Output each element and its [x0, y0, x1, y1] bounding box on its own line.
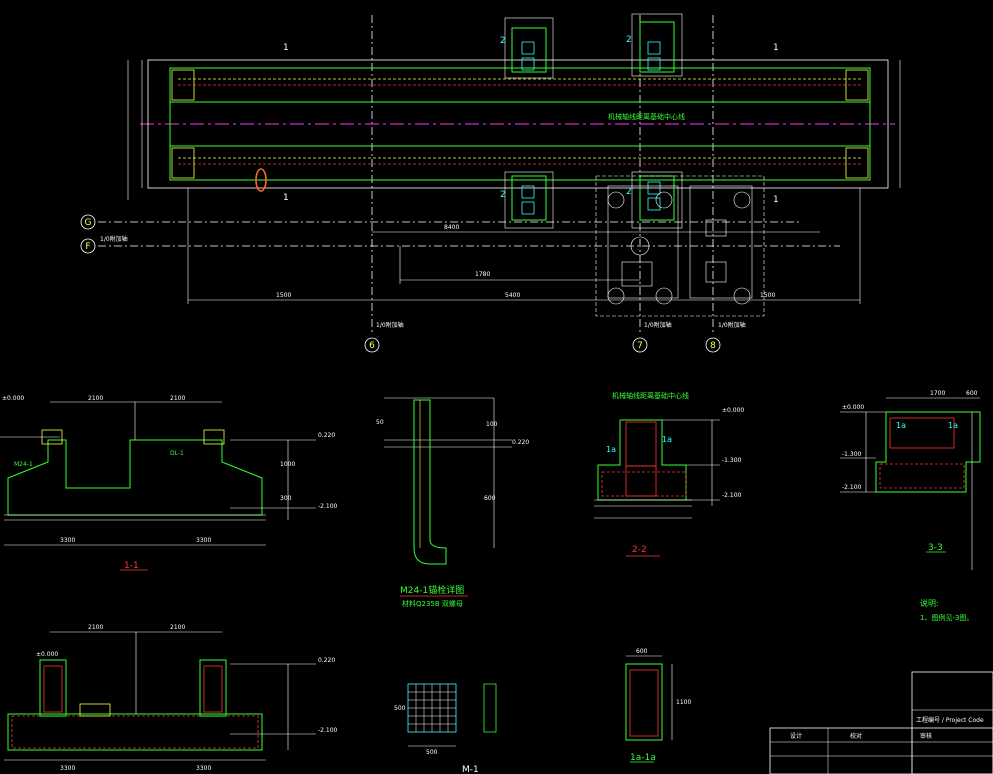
s22-mark-a: 1a — [606, 445, 616, 454]
section-3-3: 1700 600 ±0.000 -1.300 -2.100 1a 1a 3-3 — [840, 390, 981, 570]
bolt-dim-c: 100 — [486, 421, 498, 428]
plan-dim-left: 1500 — [276, 292, 291, 299]
axis-bubble-7: 7 — [637, 341, 643, 351]
s11-level-2: -2.100 — [318, 503, 338, 510]
section-1a-1a: 600 1100 1a-1a — [625, 648, 691, 763]
plan-axis-note-f: 1/0附加轴 — [100, 235, 128, 243]
s33-level-2: -1.300 — [842, 451, 862, 458]
section-mark-1-top-right: 1 — [773, 43, 779, 53]
s33-level-1: ±0.000 — [842, 404, 864, 411]
bolt-dim-d: 600 — [484, 495, 496, 502]
sb-dim-a: 2100 — [88, 624, 103, 631]
plan-dim-right: 1500 — [760, 292, 775, 299]
s11-dim-h2: 300 — [280, 495, 292, 502]
s33-mark-b: 1a — [948, 421, 958, 430]
drawing-notes: 说明: 1、图例见-3图。 — [920, 598, 973, 622]
project-code-label: 工程编号 / Project Code — [916, 716, 984, 724]
plate-m1: 500 500 M-1 — [394, 683, 497, 774]
plan-axis-note-6: 1/0附加轴 — [376, 321, 404, 329]
s22-mark-b: 1a — [662, 435, 672, 444]
plan-axis-note-7: 1/0附加轴 — [644, 321, 672, 329]
section-mark-1-bottom-right: 1 — [773, 195, 779, 205]
s33-title: 3-3 — [928, 543, 943, 553]
highlight-ellipse — [255, 168, 267, 192]
sb-level-1: 0.220 — [318, 657, 335, 664]
foundation-plan: 1 1 1 1 2 2 2 2 机械轴线距离基础中心线 1500 5400 15… — [80, 13, 901, 353]
sb-level-2: -2.100 — [318, 727, 338, 734]
bolt-title: M24-1锚栓详图 — [400, 584, 464, 596]
plan-dim-mid: 5400 — [505, 292, 520, 299]
axis-bubble-g: G — [85, 218, 92, 228]
anchor-bolt-detail: 50 100 600 0.220 M24-1锚栓详图 材料Q235B 双螺母 — [376, 397, 529, 608]
s22-level-3: -2.100 — [722, 492, 742, 499]
s11-level-1: 0.220 — [318, 432, 335, 439]
bolt-note: 材料Q235B 双螺母 — [402, 599, 463, 608]
tb-approve: 审核 — [920, 732, 932, 740]
section-mark-2-a: 2 — [500, 36, 506, 46]
s33-level-3: -2.100 — [842, 484, 862, 491]
plate-title: M-1 — [462, 765, 479, 774]
s22-level-2: -1.300 — [722, 457, 742, 464]
s1a-title: 1a-1a — [630, 753, 656, 763]
tb-design: 设计 — [790, 732, 802, 740]
plan-axis-note-8: 1/0附加轴 — [718, 321, 746, 329]
sb-level-3: ±0.000 — [36, 651, 58, 658]
s11-dim-h1: 1000 — [280, 461, 295, 468]
s33-dim-a: 1700 — [930, 390, 945, 397]
sb-dim-d: 3300 — [196, 765, 211, 772]
axis-bubble-f: F — [85, 242, 90, 252]
s11-note-m24: M24-1 — [14, 461, 33, 468]
plate-dim-b: 500 — [394, 705, 406, 712]
section-mark-1-top: 1 — [283, 43, 289, 53]
section-mark-2-b: 2 — [626, 35, 632, 45]
title-block: 工程编号 / Project Code 设计 校对 审核 — [769, 671, 993, 774]
s33-mark-a: 1a — [896, 421, 906, 430]
s1a-dim-b: 1100 — [676, 699, 691, 706]
s1a-dim-a: 600 — [636, 648, 648, 655]
section-1-1: 2100 2100 3300 3300 0.220 -2.100 ±0.000 … — [0, 395, 338, 571]
s11-dim-a: 2100 — [88, 395, 103, 402]
section-bottom: 2100 2100 3300 3300 0.220 -2.100 ±0.000 — [4, 624, 338, 772]
s22-caption: 机械轴线距离基础中心线 — [612, 391, 689, 400]
sb-dim-b: 2100 — [170, 624, 185, 631]
s11-dim-c: 3300 — [60, 537, 75, 544]
s22-title: 2-2 — [632, 545, 647, 555]
section-mark-2-d: 2 — [626, 187, 632, 197]
section-2-2: 机械轴线距离基础中心线 ±0.000 -1.300 -2.100 1a 1a 2… — [594, 391, 744, 557]
s22-level-1: ±0.000 — [722, 407, 744, 414]
plate-dim-a: 500 — [426, 749, 438, 756]
s11-note-dl: DL-1 — [170, 450, 184, 457]
s33-dim-b: 600 — [966, 390, 978, 397]
sb-dim-c: 3300 — [60, 765, 75, 772]
section-mark-2-c: 2 — [500, 190, 506, 200]
bolt-level: 0.220 — [512, 439, 529, 446]
bolt-dim-a: 50 — [376, 419, 384, 426]
notes-item-1: 1、图例见-3图。 — [920, 613, 973, 622]
s11-dim-b: 2100 — [170, 395, 185, 402]
tb-check: 校对 — [850, 732, 862, 740]
s11-dim-d: 3300 — [196, 537, 211, 544]
plan-dim-lower: 1780 — [475, 271, 490, 278]
axis-bubble-6: 6 — [369, 341, 375, 351]
s11-title: 1-1 — [124, 561, 139, 571]
notes-title: 说明: — [920, 598, 939, 608]
section-mark-1-bottom: 1 — [283, 193, 289, 203]
center-line-note: 机械轴线距离基础中心线 — [608, 112, 685, 121]
s11-level-3: ±0.000 — [2, 395, 24, 402]
axis-bubble-8: 8 — [710, 341, 716, 351]
plan-dim-upper: 8400 — [444, 224, 459, 231]
